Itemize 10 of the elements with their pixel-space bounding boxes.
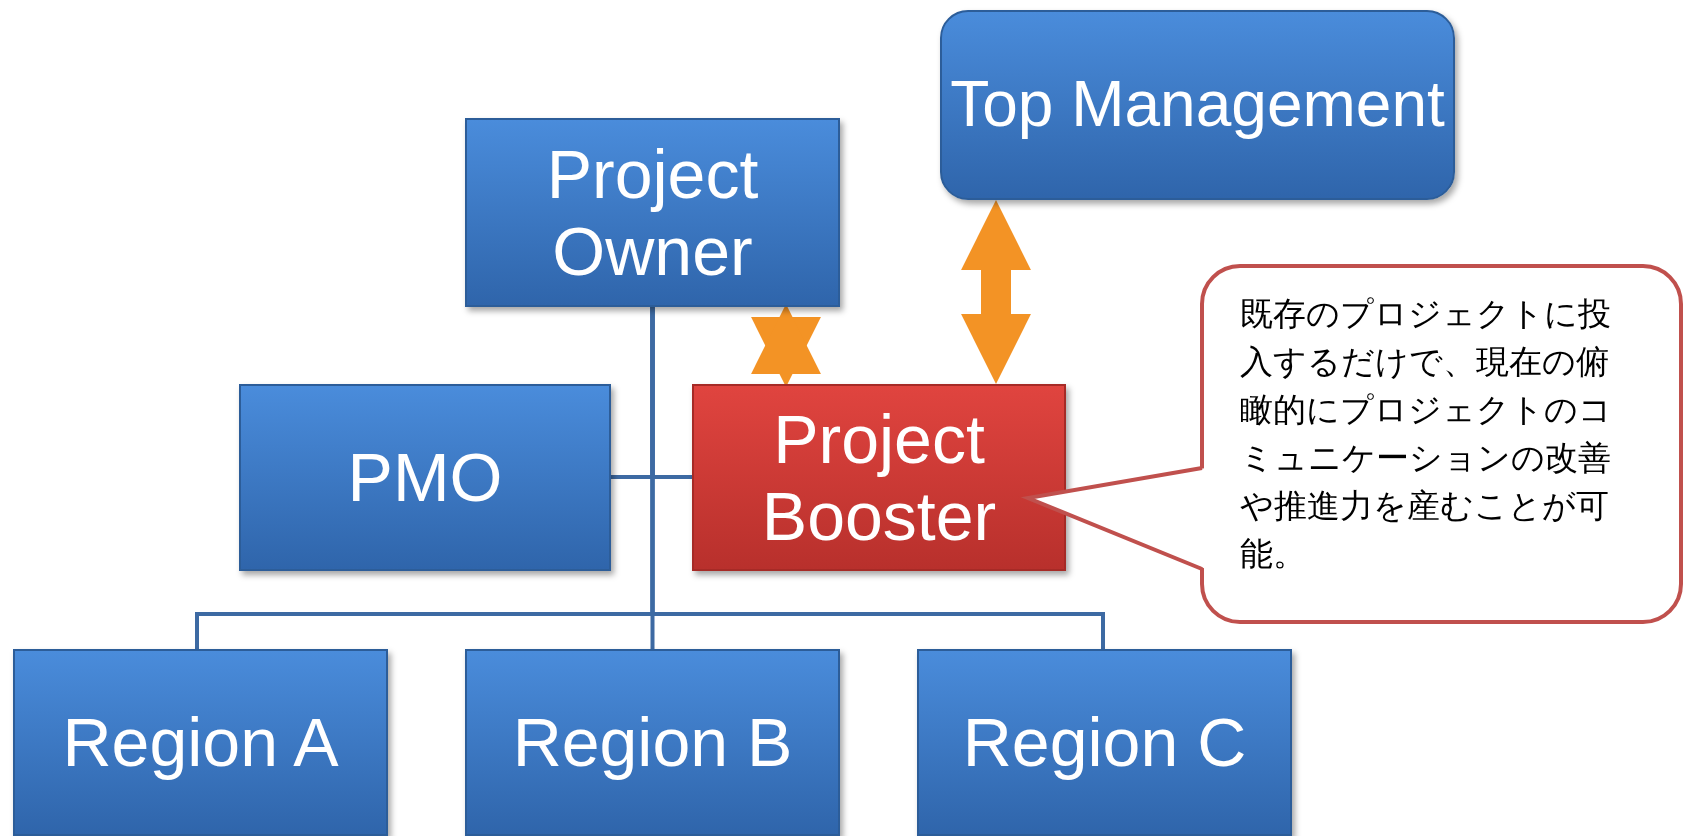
connector-line [650, 307, 1105, 649]
process-box: Project Owner [465, 118, 840, 307]
process-box: PMO [239, 384, 611, 571]
process-box: Project Booster [692, 384, 1066, 571]
process-box: Region B [465, 649, 840, 836]
process-box: Region A [13, 649, 388, 836]
double-arrow [961, 200, 1031, 384]
rounded-box: Top Management [940, 10, 1455, 200]
speech-bubble: 既存のプロジェクトに投入するだけで、現在の俯瞰的にプロジェクトのコミュニケーションの改善や推進力を産むことが可能。 [1200, 264, 1683, 624]
process-box: Region C [917, 649, 1292, 836]
